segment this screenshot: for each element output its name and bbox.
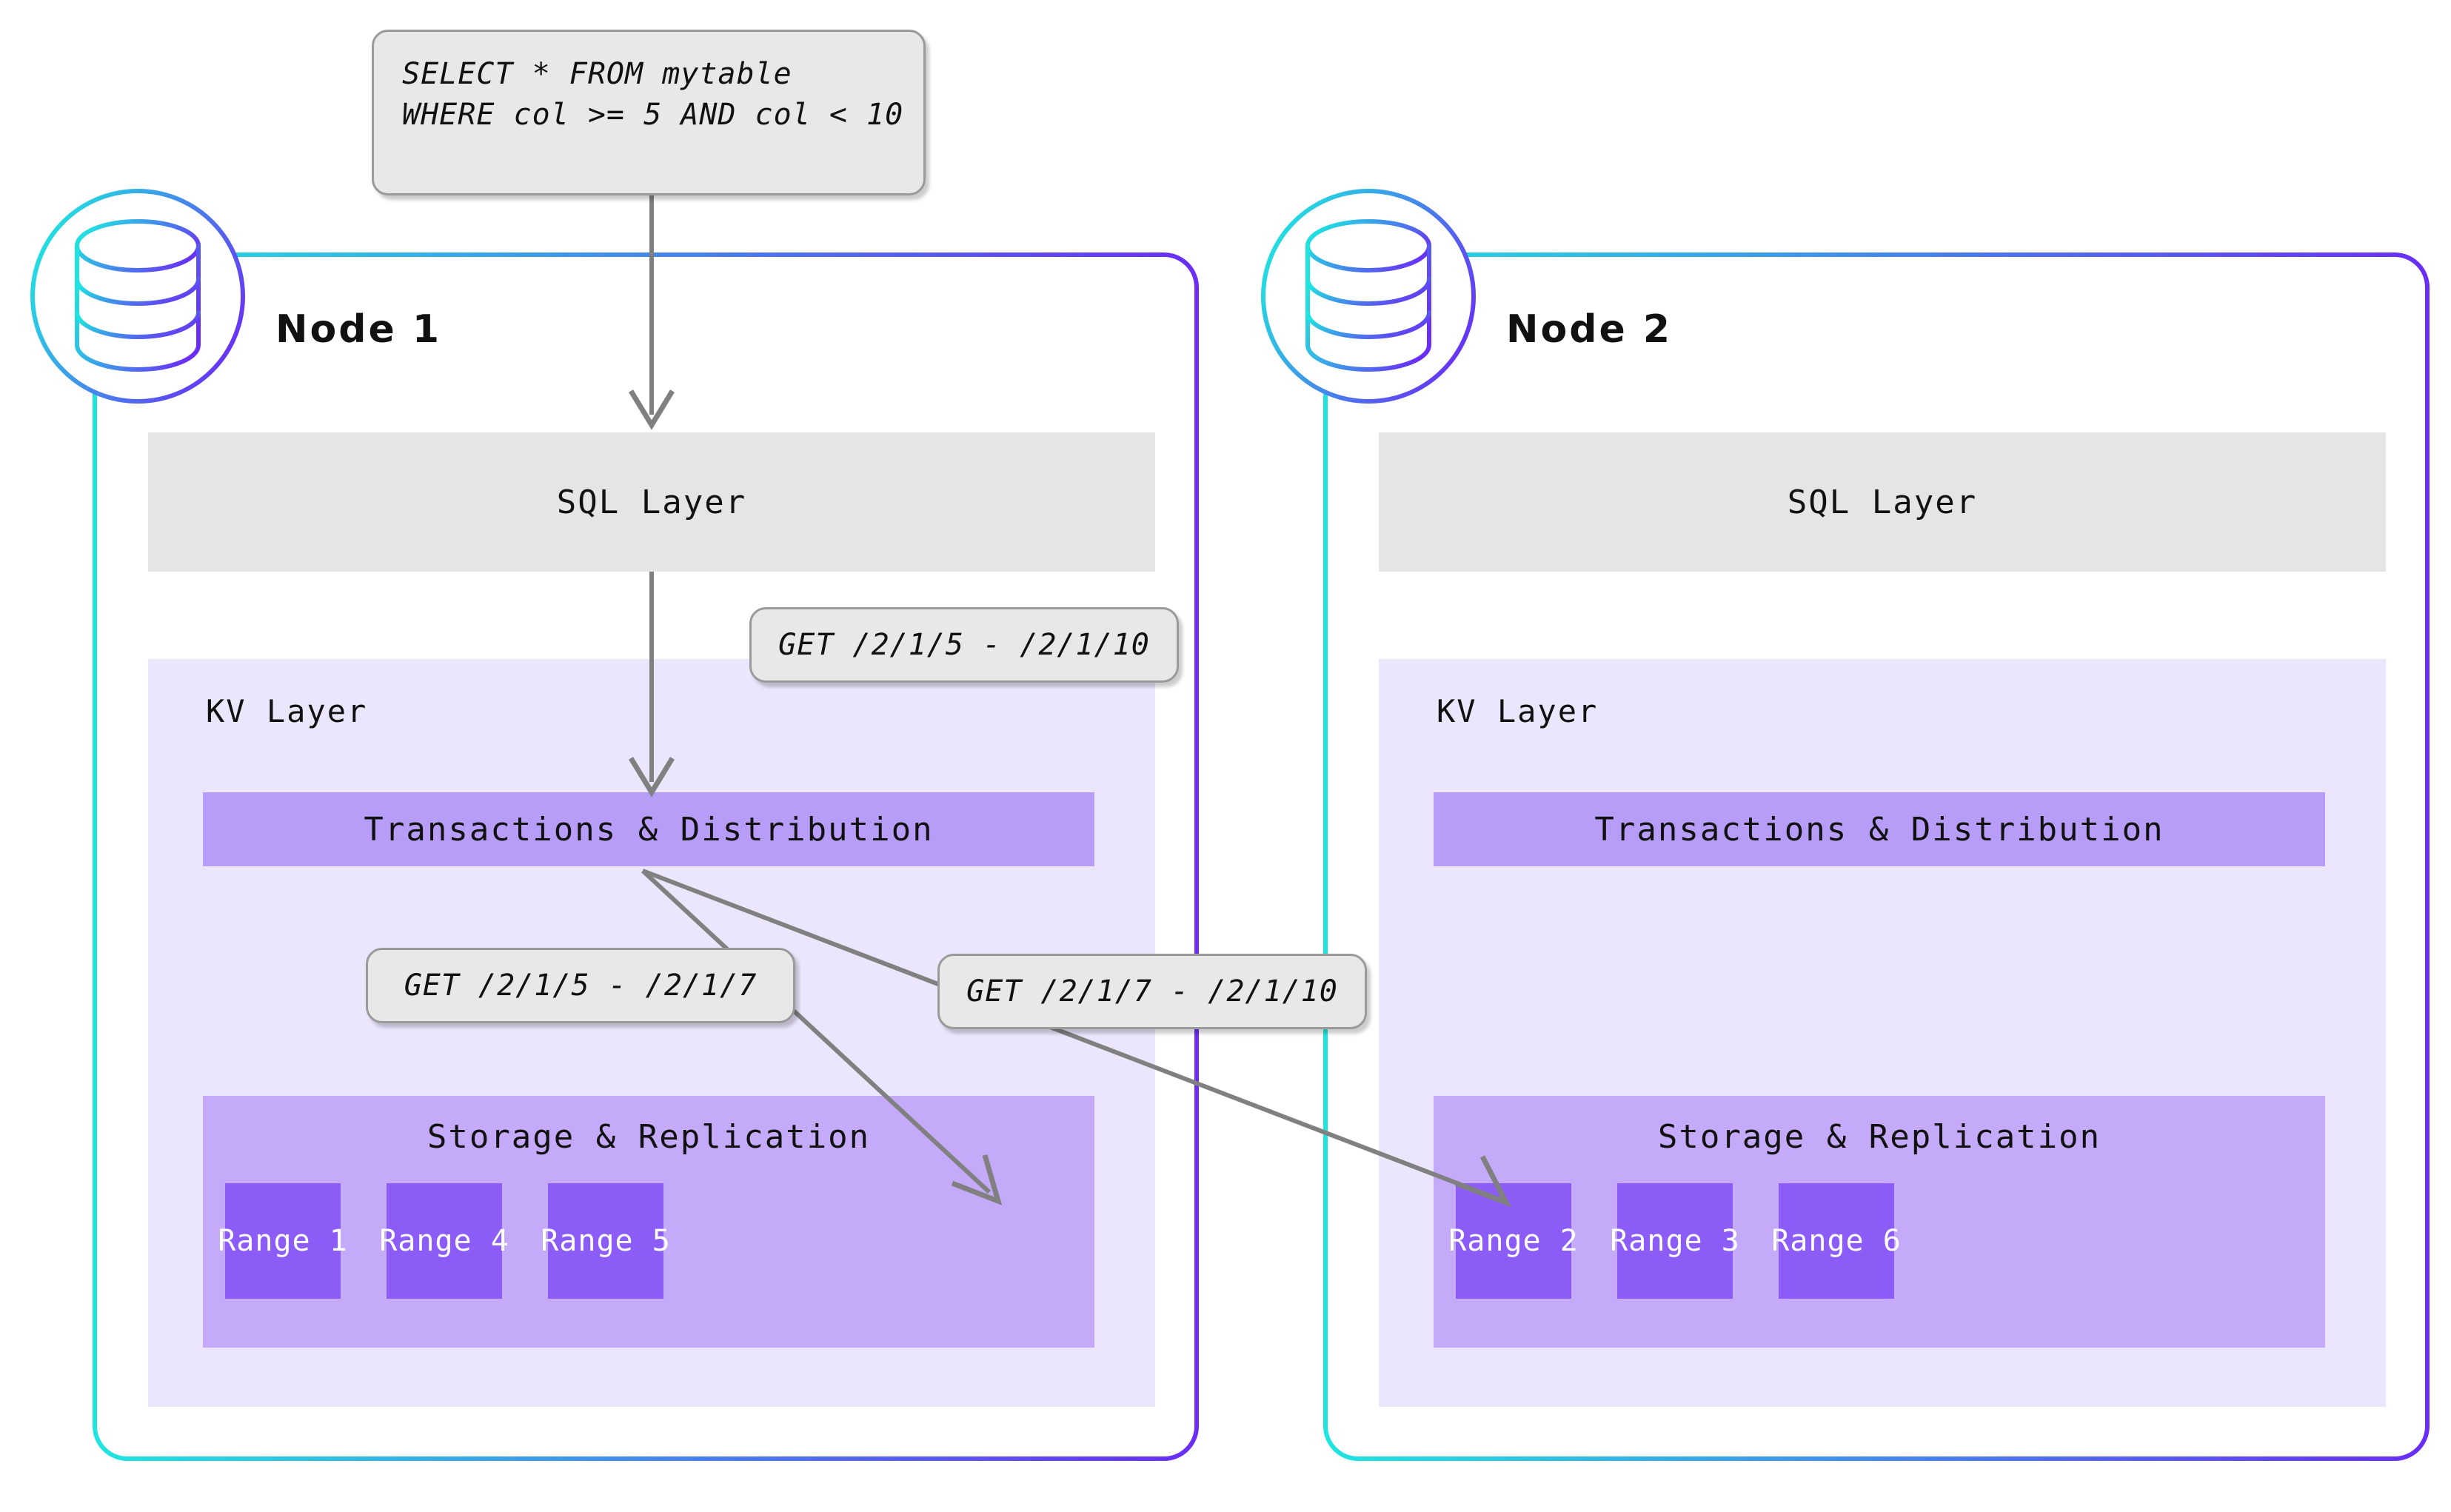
node-2-db-badge bbox=[1261, 189, 1476, 404]
arrow-query-to-sql bbox=[629, 194, 675, 430]
callout-local-range: GET /2/1/5 - /2/1/7 bbox=[366, 948, 795, 1023]
node-1-range-row: Range 1 Range 4 Range 5 bbox=[218, 1183, 1072, 1299]
node-2-kv-layer-label: KV Layer bbox=[1437, 693, 1599, 729]
node-1-storage-box: Storage & Replication Range 1 Range 4 Ra… bbox=[203, 1096, 1094, 1348]
callout-sql-to-kv: GET /2/1/5 - /2/1/10 bbox=[749, 607, 1179, 683]
database-icon bbox=[1305, 219, 1431, 372]
node-2-sql-layer: SQL Layer bbox=[1379, 432, 2386, 572]
node-1-db-badge bbox=[30, 189, 245, 404]
node-1-transactions-box: Transactions & Distribution bbox=[203, 792, 1094, 866]
node-2-kv-layer: KV Layer Transactions & Distribution Sto… bbox=[1379, 659, 2386, 1407]
range-box[interactable]: Range 5 bbox=[541, 1183, 670, 1299]
database-icon bbox=[75, 219, 201, 372]
sql-query-line-1: SELECT * FROM mytable bbox=[402, 57, 792, 91]
range-box[interactable]: Range 4 bbox=[379, 1183, 509, 1299]
node-1-title: Node 1 bbox=[275, 307, 442, 352]
callout-remote-range: GET /2/1/7 - /2/1/10 bbox=[937, 954, 1367, 1029]
sql-query-line-2: WHERE col >= 5 AND col < 10 bbox=[402, 98, 904, 133]
node-1-kv-layer-label: KV Layer bbox=[206, 693, 368, 729]
node-2-storage-title: Storage & Replication bbox=[1657, 1118, 2101, 1156]
range-box[interactable]: Range 1 bbox=[218, 1183, 347, 1299]
node-1-storage-title: Storage & Replication bbox=[427, 1118, 871, 1156]
node-2-range-row: Range 2 Range 3 Range 6 bbox=[1448, 1183, 2303, 1299]
range-box[interactable]: Range 6 bbox=[1771, 1183, 1901, 1299]
node-1-sql-layer: SQL Layer bbox=[148, 432, 1155, 572]
node-2-title: Node 2 bbox=[1506, 307, 1673, 352]
node-2-storage-box: Storage & Replication Range 2 Range 3 Ra… bbox=[1434, 1096, 2325, 1348]
range-box[interactable]: Range 2 bbox=[1448, 1183, 1578, 1299]
node-1-kv-layer: KV Layer Transactions & Distribution Sto… bbox=[148, 659, 1155, 1407]
node-2-transactions-box: Transactions & Distribution bbox=[1434, 792, 2325, 866]
sql-query-box: SELECT * FROM mytable WHERE col >= 5 AND… bbox=[372, 30, 926, 195]
range-box[interactable]: Range 3 bbox=[1610, 1183, 1739, 1299]
